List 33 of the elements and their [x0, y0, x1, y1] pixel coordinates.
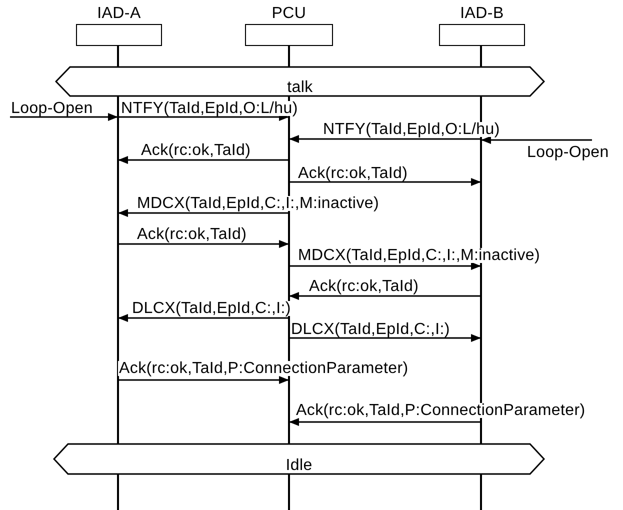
- edge-label: Ack(rc:ok,TaId): [297, 166, 409, 181]
- edge-label: Ack(rc:ok,TaId): [136, 227, 248, 242]
- edge-label: NTFY(TaId,EpId,O:L/hu): [322, 122, 501, 137]
- state-label: Idle: [286, 458, 312, 474]
- edge-label: Ack(rc:ok,TaId): [140, 143, 252, 158]
- edge-label: Ack(rc:ok,TaId): [308, 279, 420, 294]
- message-arrow: [118, 113, 289, 121]
- message-arrow: [118, 376, 289, 384]
- message-arrow: [118, 156, 289, 164]
- edge-label: NTFY(TaId,EpId,O:L/hu): [120, 101, 299, 116]
- participant-name: IAD-B: [460, 6, 504, 22]
- edge-label: Ack(rc:ok,TaId,P:ConnectionParameter): [295, 403, 586, 418]
- message-arrow: [481, 136, 592, 144]
- state-label: talk: [287, 80, 313, 96]
- message-arrow: [289, 334, 481, 342]
- edge-label: MDCX(TaId,EpId,C:,I:,M:inactive): [136, 196, 380, 211]
- edge-label: DLCX(TaId,EpId,C:,I:): [131, 301, 292, 316]
- participant-name: PCU: [272, 6, 306, 22]
- message-arrow: [289, 418, 481, 426]
- message-arrow: [118, 240, 289, 248]
- edge-label: Ack(rc:ok,TaId,P:ConnectionParameter): [118, 361, 410, 376]
- edge-label: DLCX(TaId,EpId,C:,I:): [290, 322, 451, 337]
- message-arrow: [289, 292, 481, 300]
- edge-label: Loop-Open: [10, 101, 94, 116]
- message-arrow: [10, 113, 118, 121]
- message-arrow: [289, 262, 481, 270]
- edge-label: Loop-Open: [526, 145, 610, 160]
- message-arrow: [118, 209, 289, 217]
- participant-name: IAD-A: [97, 6, 141, 22]
- message-arrow: [289, 178, 481, 186]
- edge-label: MDCX(TaId,EpId,C:,I:,M:inactive): [297, 248, 542, 263]
- message-arrow: [118, 314, 289, 322]
- message-arrow: [289, 135, 481, 143]
